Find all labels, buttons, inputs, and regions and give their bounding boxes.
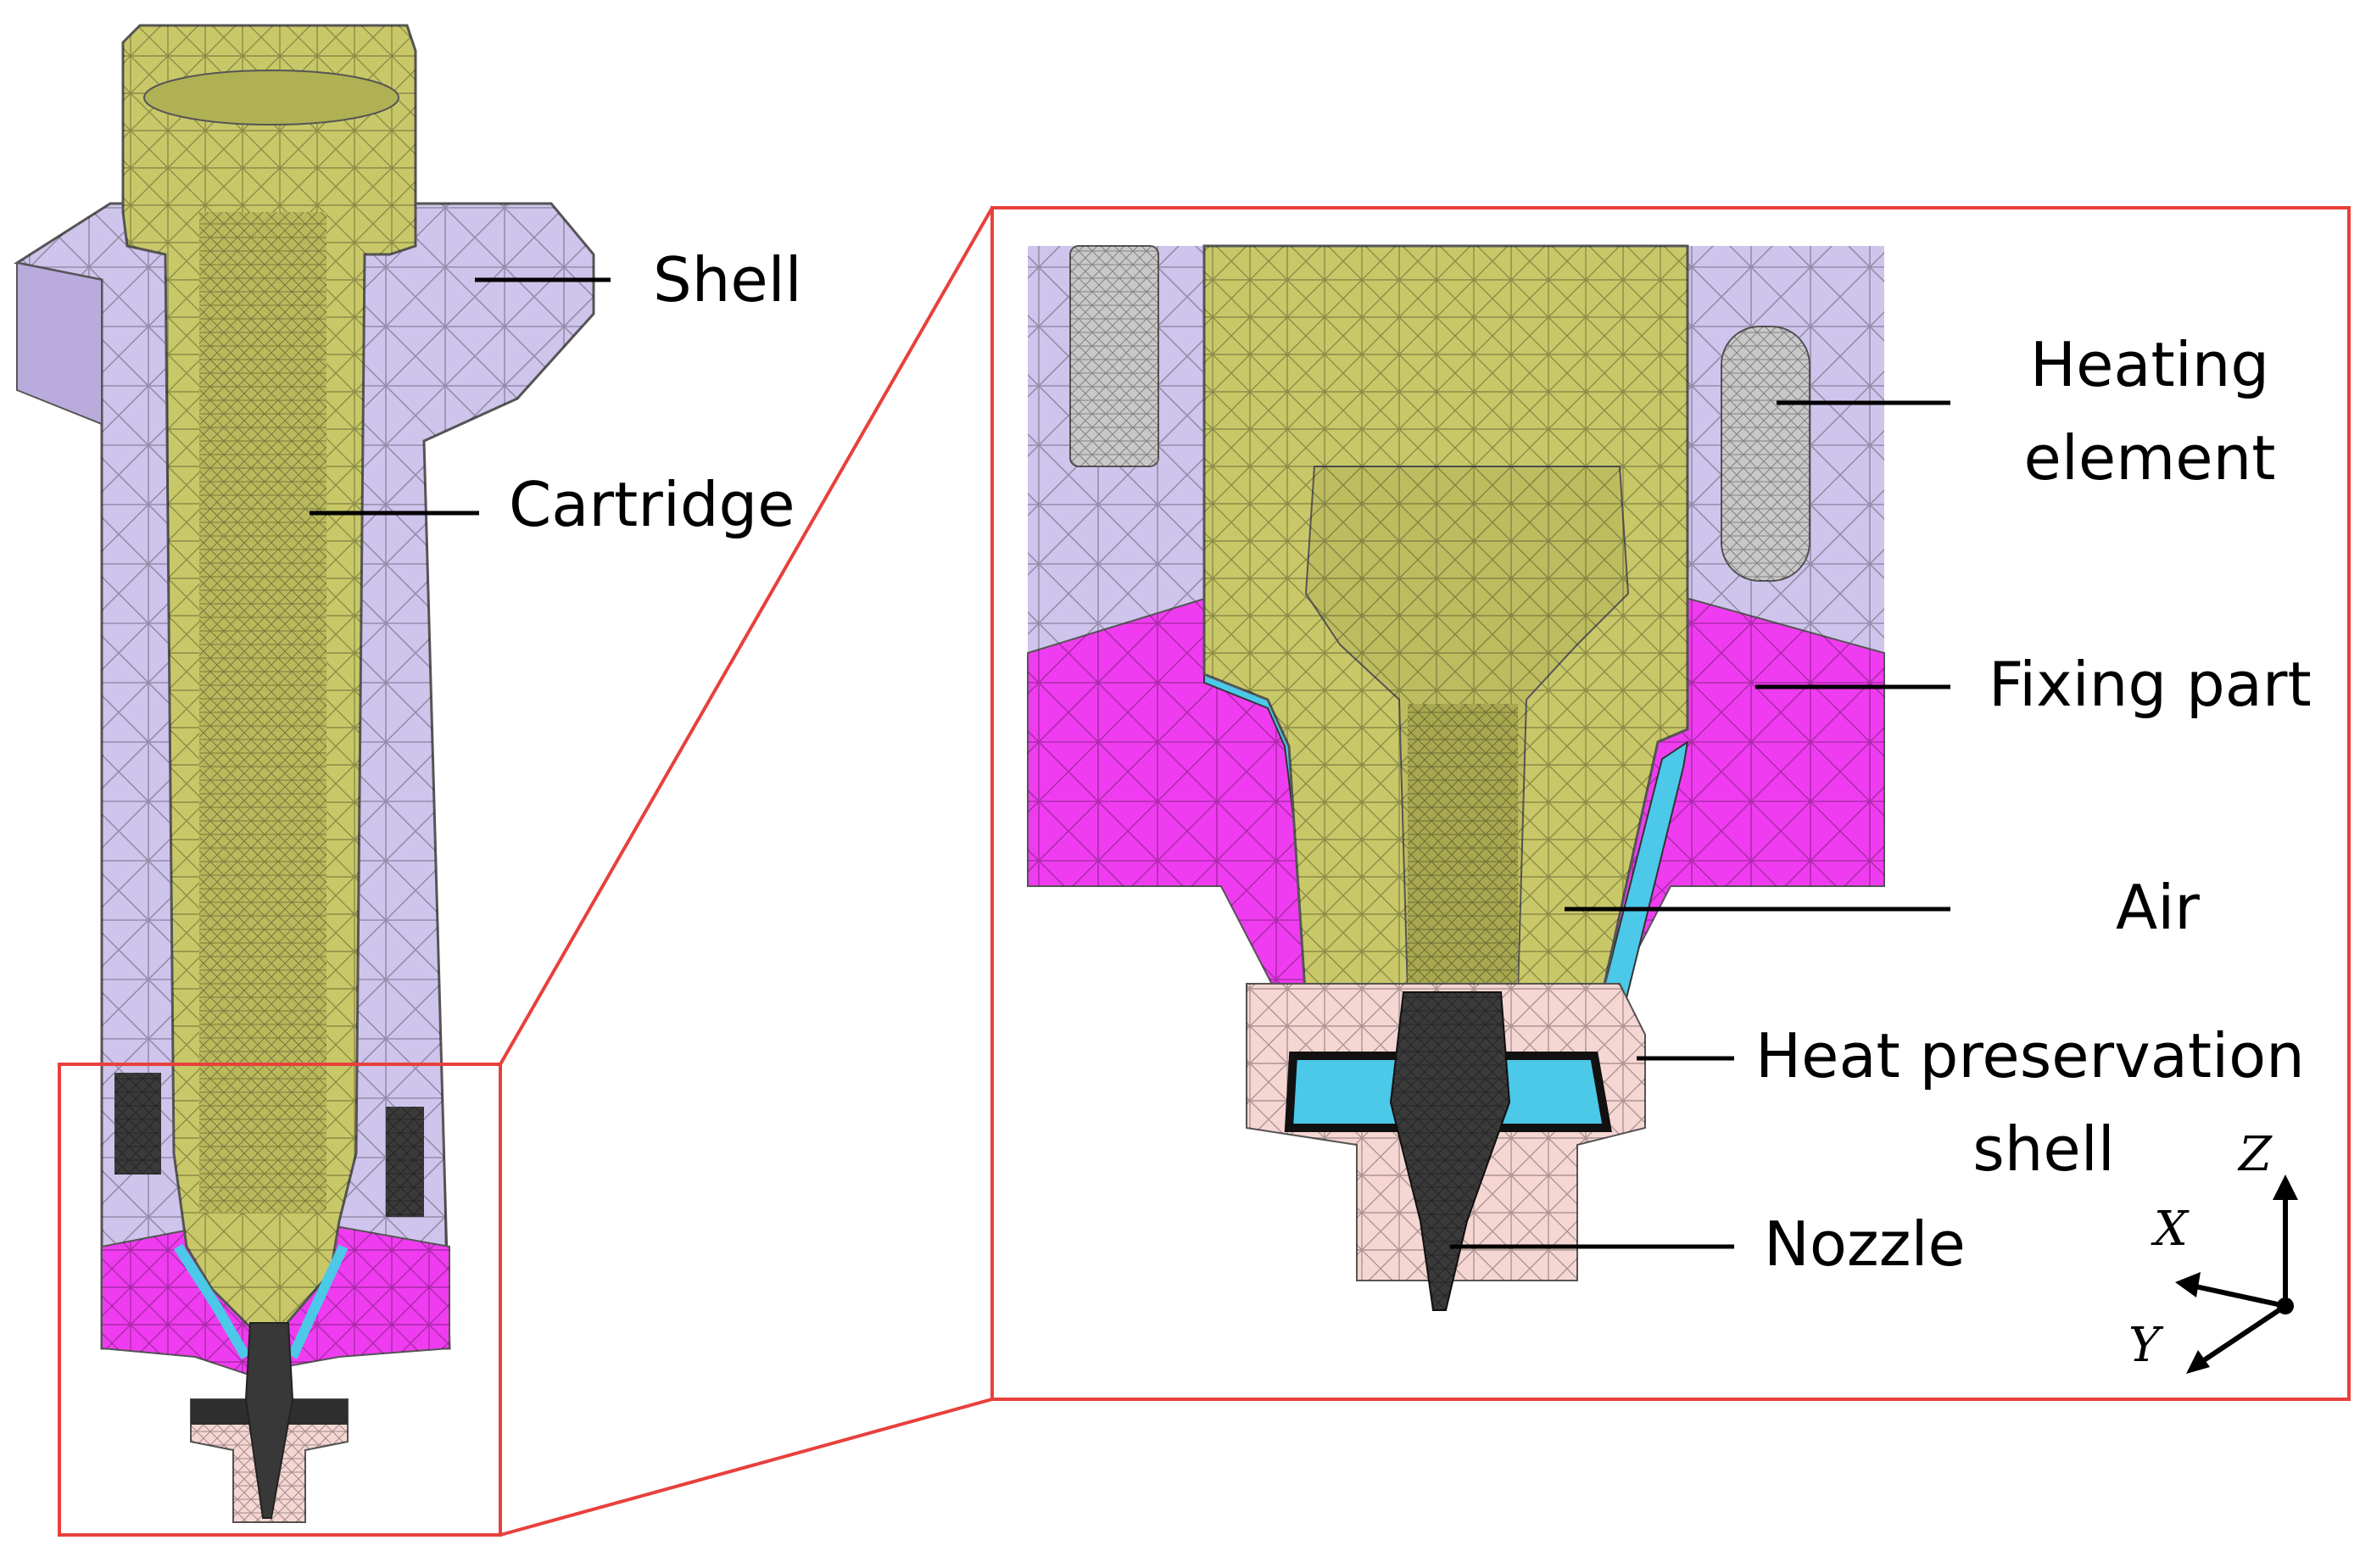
full-assembly-view bbox=[14, 24, 611, 1523]
cartridge-part bbox=[121, 24, 417, 1333]
nozzle-part bbox=[244, 1322, 294, 1519]
air-gap bbox=[173, 1243, 251, 1360]
fixing-part-label: Fixing part bbox=[1989, 649, 2312, 720]
cartridge-label: Cartridge bbox=[509, 469, 795, 540]
z-axis-label: Z bbox=[2237, 1127, 2273, 1182]
nozzle-label: Nozzle bbox=[1764, 1208, 1966, 1280]
zoom-connector-bottom bbox=[499, 1398, 993, 1537]
air-gap bbox=[287, 1244, 349, 1359]
zoom-region-frame bbox=[58, 1063, 502, 1537]
heat-preservation-shell-label-line2: shell bbox=[1972, 1113, 2114, 1185]
cartridge-part-detail bbox=[1202, 244, 1689, 1070]
heating-element-label-line2: element bbox=[2024, 422, 2276, 494]
shell-label: Shell bbox=[653, 244, 802, 315]
coordinate-axes: Z X Y bbox=[2128, 1127, 2298, 1374]
detail-view bbox=[1027, 244, 1950, 1311]
zoom-connector-top bbox=[499, 207, 994, 1065]
x-axis-label: X bbox=[2151, 1202, 2190, 1257]
air-label: Air bbox=[2116, 872, 2200, 943]
heating-element bbox=[114, 1073, 424, 1217]
y-axis-label: Y bbox=[2128, 1318, 2164, 1373]
heating-element-detail bbox=[1069, 245, 1810, 582]
detail-view-frame bbox=[990, 206, 2351, 1401]
heating-element-label-line1: Heating bbox=[2030, 329, 2269, 400]
heat-preservation-shell-label-line1: Heat preservation bbox=[1755, 1020, 2305, 1091]
